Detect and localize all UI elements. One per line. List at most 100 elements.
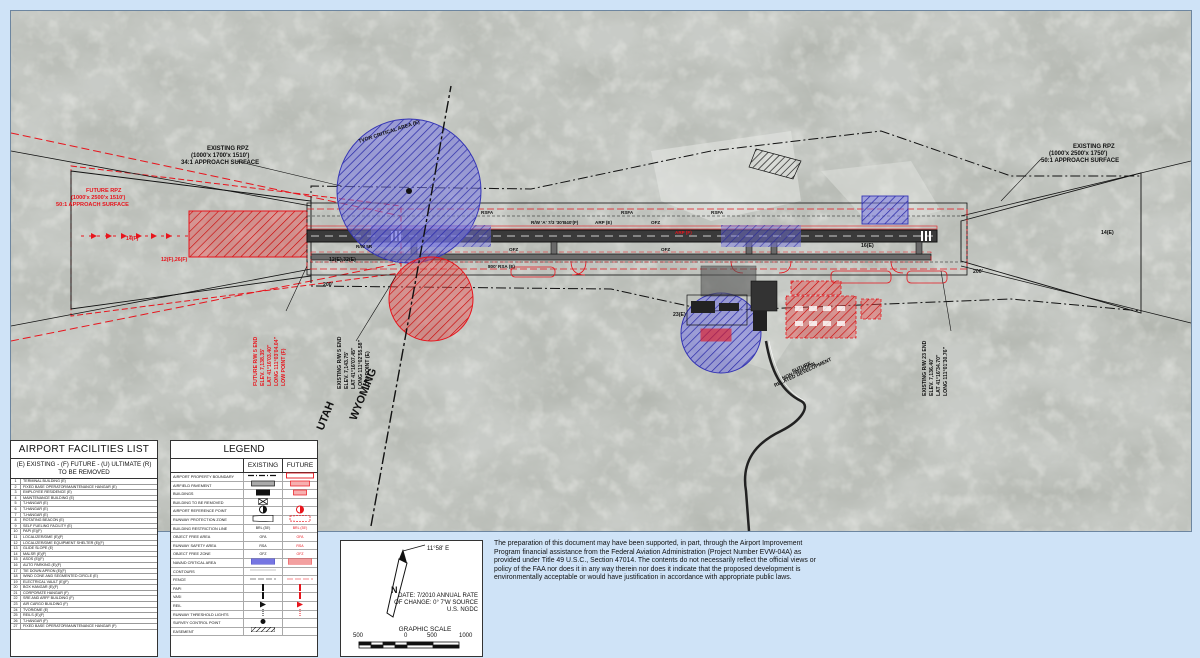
facility-number: 24 [11, 607, 21, 613]
svg-text:ARP (F): ARP (F) [675, 230, 692, 235]
date-line-3: U.S. NGDC [446, 607, 478, 613]
legend-row: AIRPORT REFERENCE POINT [171, 505, 317, 516]
declination-label: 11°58' E [427, 546, 450, 552]
svg-text:ELEV. 7,138.35': ELEV. 7,138.35' [260, 349, 266, 386]
legend-existing-symbol [244, 473, 283, 481]
navaid-area-east [861, 195, 909, 225]
legend-future-symbol [283, 601, 317, 610]
svg-text:LAT 41°16'03.40": LAT 41°16'03.40" [267, 344, 273, 386]
legend-existing-symbol [244, 489, 283, 498]
facility-name: FIXED BASE OPERATOR/MAINTENANCE HANGAR (… [23, 484, 117, 489]
svg-text:LOW POINT (F): LOW POINT (F) [281, 348, 287, 386]
svg-text:16(E): 16(E) [861, 243, 874, 249]
svg-text:14(F): 14(F) [126, 236, 139, 242]
legend-row: AIRFIELD PAVEMENT [171, 481, 317, 491]
facility-name: T-HANGAR (E) [23, 506, 48, 511]
legend-existing-symbol [244, 627, 283, 636]
legend-existing-symbol [244, 601, 283, 610]
facilities-title: AIRPORT FACILITIES LIST [11, 441, 157, 459]
svg-text:12(F),26(F): 12(F),26(F) [161, 257, 188, 263]
legend-label: BUILDING TO BE REMOVED [171, 498, 244, 507]
label-existing-rw23-end: EXISTING R/W 23 END ELEV. 7,136.40' LAT … [922, 340, 949, 396]
svg-text:200': 200' [973, 269, 983, 275]
facility-number: 9 [11, 523, 21, 529]
legend-label: AIRPORT REFERENCE POINT [171, 507, 244, 515]
date-line-2: OF CHANGE: 0° 7'W SOURCE [394, 600, 478, 606]
legend: LEGEND EXISTING FUTURE AIRPORT PROPERTY … [170, 440, 318, 657]
legend-future-symbol [283, 592, 317, 601]
facility-number: 14 [11, 551, 21, 557]
svg-text:(1000'x 2500'x 1510'): (1000'x 2500'x 1510') [71, 195, 126, 201]
svg-text:(1000'x 2500'x 1750'): (1000'x 2500'x 1750') [1049, 151, 1107, 157]
svg-text:N: N [391, 585, 398, 595]
legend-future-symbol [283, 568, 317, 576]
legend-row: REIL [171, 601, 317, 611]
svg-text:OFZ: OFZ [661, 247, 670, 252]
svg-text:LONG 111°02'55.58": LONG 111°02'55.58" [358, 339, 364, 389]
svg-text:LOW POINT (E): LOW POINT (E) [365, 351, 371, 389]
svg-text:800' RSA (E): 800' RSA (E) [488, 264, 515, 269]
legend-existing-symbol: OFA [244, 533, 283, 541]
facility-name: TIE DOWN APRON (E)(F) [23, 568, 67, 573]
legend-row: AIRPORT PROPERTY BOUNDARY [171, 472, 317, 482]
legend-label: REIL [171, 601, 244, 610]
facility-number: 1 [11, 479, 21, 484]
date-line-1: DATE: 7/2010 ANNUAL RATE [398, 593, 478, 599]
facility-number: 25 [11, 613, 21, 618]
airport-facilities-list: AIRPORT FACILITIES LIST (E) EXISTING - (… [10, 440, 158, 657]
facility-name: AUTO PARKING (E)(F) [23, 562, 62, 567]
legend-label: AIRPORT PROPERTY BOUNDARY [171, 473, 244, 481]
svg-text:OFZ: OFZ [651, 220, 660, 225]
legend-row: BUILDING TO BE REMOVED [171, 497, 317, 508]
facility-name: ELECTRICAL VAULT (E)(F) [23, 579, 69, 584]
facility-name: T-HANGAR (E) [23, 501, 48, 506]
future-critical-area [388, 256, 474, 342]
access-road [743, 340, 807, 531]
legend-future-symbol: OFA [296, 534, 304, 539]
legend-label: RUNWAY SAFETY AREA [171, 541, 244, 550]
legend-future-symbol [283, 628, 317, 636]
svg-text:LAT 41°16'07.45": LAT 41°16'07.45" [351, 347, 357, 389]
legend-existing-symbol: OFZ [244, 550, 283, 558]
legend-future-symbol [283, 576, 317, 584]
state-line [370, 85, 452, 527]
facility-name: MALSR (E)(F) [23, 551, 47, 556]
existing-rpz-east [960, 172, 1142, 314]
facility-name: EMPLOYEE RESIDENCE (E) [23, 490, 72, 495]
facility-name: GLIDE SLOPE (E) [23, 546, 54, 551]
svg-text:ARP (E): ARP (E) [595, 220, 612, 225]
facility-number: 12 [11, 540, 21, 546]
legend-future-symbol [283, 514, 317, 524]
facility-name: ASOS (E)(F) [23, 557, 44, 562]
svg-text:50:1 APPROACH SURFACE: 50:1 APPROACH SURFACE [1041, 158, 1119, 164]
legend-col-future: FUTURE [286, 462, 314, 469]
legend-future-symbol [283, 489, 317, 498]
scale-label-3: 1000 [459, 633, 473, 639]
legend-row: RUNWAY PROTECTION ZONE [171, 514, 317, 525]
legend-row: FENCE [171, 576, 317, 585]
svg-text:RSFA: RSFA [621, 210, 634, 215]
facility-number: 26 [11, 618, 21, 624]
facility-name: TVOR/DME (E) [23, 607, 49, 612]
facility-number: 18 [11, 574, 21, 579]
legend-row: NAVAID CRITICAL AREA [171, 557, 317, 568]
facility-name: BOX HANGAR (E)(F) [23, 585, 59, 590]
legend-label: CONTOURS [171, 567, 244, 576]
facility-name: FIXED BASE OPERATOR/MAINTENANCE HANGAR (… [23, 624, 117, 629]
